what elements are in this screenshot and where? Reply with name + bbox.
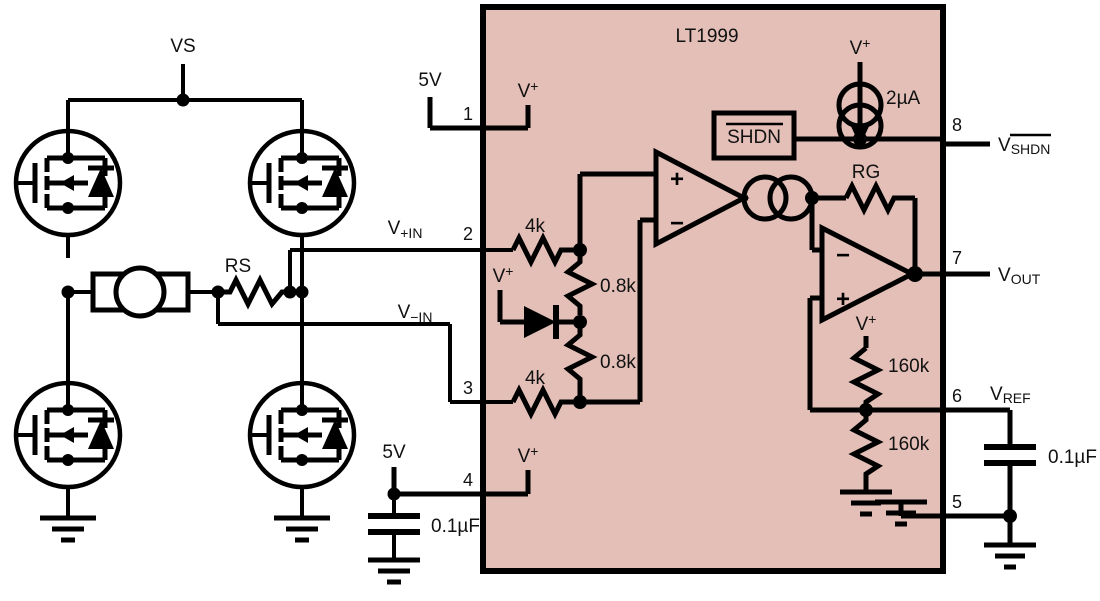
opamp1-minus-label: − — [670, 210, 684, 237]
resistor-0p8k-bottom-label: 0.8k — [600, 352, 636, 373]
opamp2-plus-label: + — [836, 286, 850, 313]
junction-dot-motor-left — [61, 285, 75, 299]
resistor-160k-bottom-label: 160k — [888, 434, 930, 455]
vout-label: VOUT — [998, 265, 1041, 287]
ref-divider-vplus-label: V+ — [856, 311, 877, 335]
vminusin-label: V−IN — [398, 302, 433, 325]
capacitor-pin4 — [368, 494, 420, 585]
mosfet-q1 — [13, 128, 123, 258]
wire-opamp2plus-to-divider — [807, 295, 865, 413]
wire-divtop-to-opamp1plus — [577, 171, 656, 250]
current-source-2ua-label: 2µA — [886, 88, 921, 109]
pin-number-8: 8 — [952, 115, 962, 135]
shdn-block-label: SHDN — [727, 127, 781, 148]
resistor-160k-top — [848, 336, 884, 410]
resistor-160k-top-label: 160k — [888, 356, 930, 377]
junction-dot-shdn — [853, 132, 867, 146]
pin1-supply-label: 5V — [418, 70, 442, 91]
wire-vref-external — [943, 407, 1013, 447]
resistor-0p8k-top-label: 0.8k — [600, 276, 636, 297]
pin-number-6: 6 — [952, 386, 962, 406]
ground-symbol-vref-ext — [984, 516, 1036, 570]
opamp2-minus-label: − — [836, 242, 850, 269]
pin4-supply-label: 5V — [382, 442, 406, 463]
opamp-2 — [819, 223, 918, 325]
resistor-4k-bottom-label: 4k — [525, 368, 546, 389]
rs-label: RS — [225, 256, 251, 277]
vshdn-label: VSHDN — [998, 135, 1050, 157]
diode-clamp-icon — [524, 305, 580, 339]
resistor-160k-bottom — [848, 410, 884, 492]
vref-cap-label: 0.1µF — [1048, 447, 1097, 468]
pin-number-4: 4 — [463, 470, 473, 490]
pin-number-7: 7 — [952, 248, 962, 268]
wire-pin4-inner-vplus — [483, 470, 531, 497]
junction-dot-bridge-mid — [295, 285, 309, 299]
motor-symbol — [90, 265, 191, 319]
resistor-rg — [812, 180, 915, 216]
vref-label: VREF — [990, 384, 1031, 406]
vplusin-label: V+IN — [388, 218, 423, 241]
resistor-0p8k-bottom — [563, 328, 598, 397]
junction-dot-vs — [176, 93, 190, 107]
pin-number-3: 3 — [463, 378, 473, 398]
pin4-cap-label: 0.1µF — [431, 516, 480, 537]
mosfet-q2 — [247, 128, 357, 290]
wire-vminusin — [216, 292, 483, 404]
resistor-0p8k-top — [563, 255, 598, 315]
mosfet-q4 — [247, 290, 357, 518]
sense-resistor-rs — [222, 274, 290, 310]
opamp1-plus-label: + — [670, 166, 684, 193]
opamp-1 — [653, 147, 750, 249]
wire-clamp-vplus — [497, 290, 524, 325]
chip-title-label: LT1999 — [675, 26, 738, 47]
rg-label: RG — [852, 162, 881, 183]
resistor-4k-bottom — [483, 384, 580, 420]
current-source-vplus-label: V+ — [850, 35, 871, 59]
wire-vplusin — [288, 248, 483, 292]
wire-divbot-to-opamp1minus — [580, 217, 656, 405]
wire-gm-to-opamp2minus — [809, 198, 822, 253]
vs-label: VS — [170, 36, 195, 57]
capacitor-vref — [984, 444, 1036, 516]
pin1-inner-vplus-label: V+ — [518, 78, 539, 102]
shdn-block — [711, 110, 797, 161]
mosfet-q3 — [13, 290, 123, 518]
pin-number-1: 1 — [463, 104, 473, 124]
resistor-4k-top-label: 4k — [525, 216, 546, 237]
ground-symbol-pin5 — [875, 499, 927, 527]
pin-number-2: 2 — [463, 224, 473, 244]
wire-pin1-supply — [427, 97, 483, 131]
pin-number-5: 5 — [952, 492, 962, 512]
ground-symbol-q4 — [274, 515, 330, 543]
clamp-vplus-label: V+ — [493, 263, 514, 287]
current-source-2ua — [836, 62, 884, 150]
resistor-4k-top — [483, 232, 580, 268]
wire-pin1-inner-vplus — [483, 105, 531, 131]
pin4-inner-vplus-label: V+ — [518, 443, 539, 467]
ground-symbol-q3 — [40, 515, 96, 543]
